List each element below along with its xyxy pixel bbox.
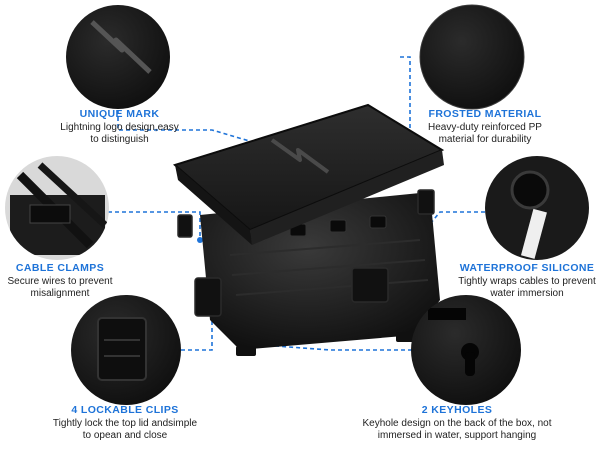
- keyholes-desc: Keyhole design on the back of the box, n…: [362, 418, 552, 441]
- unique-mark-title: UNIQUE MARK: [79, 108, 160, 120]
- cable-clamps-desc: Secure wires to prevent misalignment: [7, 276, 113, 299]
- waterproof-silicone-detail: [485, 156, 589, 260]
- frosted-material-desc: Heavy-duty reinforced PP material for du…: [428, 122, 542, 145]
- unique-mark-desc: Lightning logo design,easy to distinguis…: [60, 122, 179, 145]
- junction-box: [172, 103, 445, 356]
- lockable-clips-detail: [71, 295, 181, 405]
- callout-frosted-material: FROSTED MATERIAL Heavy-duty reinforced P…: [410, 108, 560, 146]
- lockable-clips-title: 4 LOCKABLE CLIPS: [71, 404, 179, 416]
- callout-unique-mark: UNIQUE MARK Lightning logo design,easy t…: [52, 108, 187, 146]
- callout-lockable-clips: 4 LOCKABLE CLIPS Tightly lock the top li…: [50, 404, 200, 442]
- lockable-clips-desc: Tightly lock the top lid andsimple to op…: [52, 418, 198, 441]
- cable-clamps-title: CABLE CLAMPS: [15, 262, 105, 274]
- keyholes-title: 2 KEYHOLES: [421, 404, 493, 416]
- frosted-material-detail: [419, 4, 525, 110]
- waterproof-silicone-title: WATERPROOF SILICONE: [459, 262, 595, 274]
- callout-cable-clamps: CABLE CLAMPS Secure wires to prevent mis…: [0, 262, 120, 300]
- unique-mark-detail: [66, 5, 170, 109]
- cable-clamps-detail: [5, 156, 109, 260]
- callout-waterproof-silicone: WATERPROOF SILICONE Tightly wraps cables…: [454, 262, 600, 300]
- frosted-material-title: FROSTED MATERIAL: [428, 108, 542, 120]
- keyholes-detail: [411, 295, 521, 405]
- waterproof-silicone-desc: Tightly wraps cables to prevent water im…: [458, 276, 596, 299]
- callout-keyholes: 2 KEYHOLES Keyhole design on the back of…: [362, 404, 552, 442]
